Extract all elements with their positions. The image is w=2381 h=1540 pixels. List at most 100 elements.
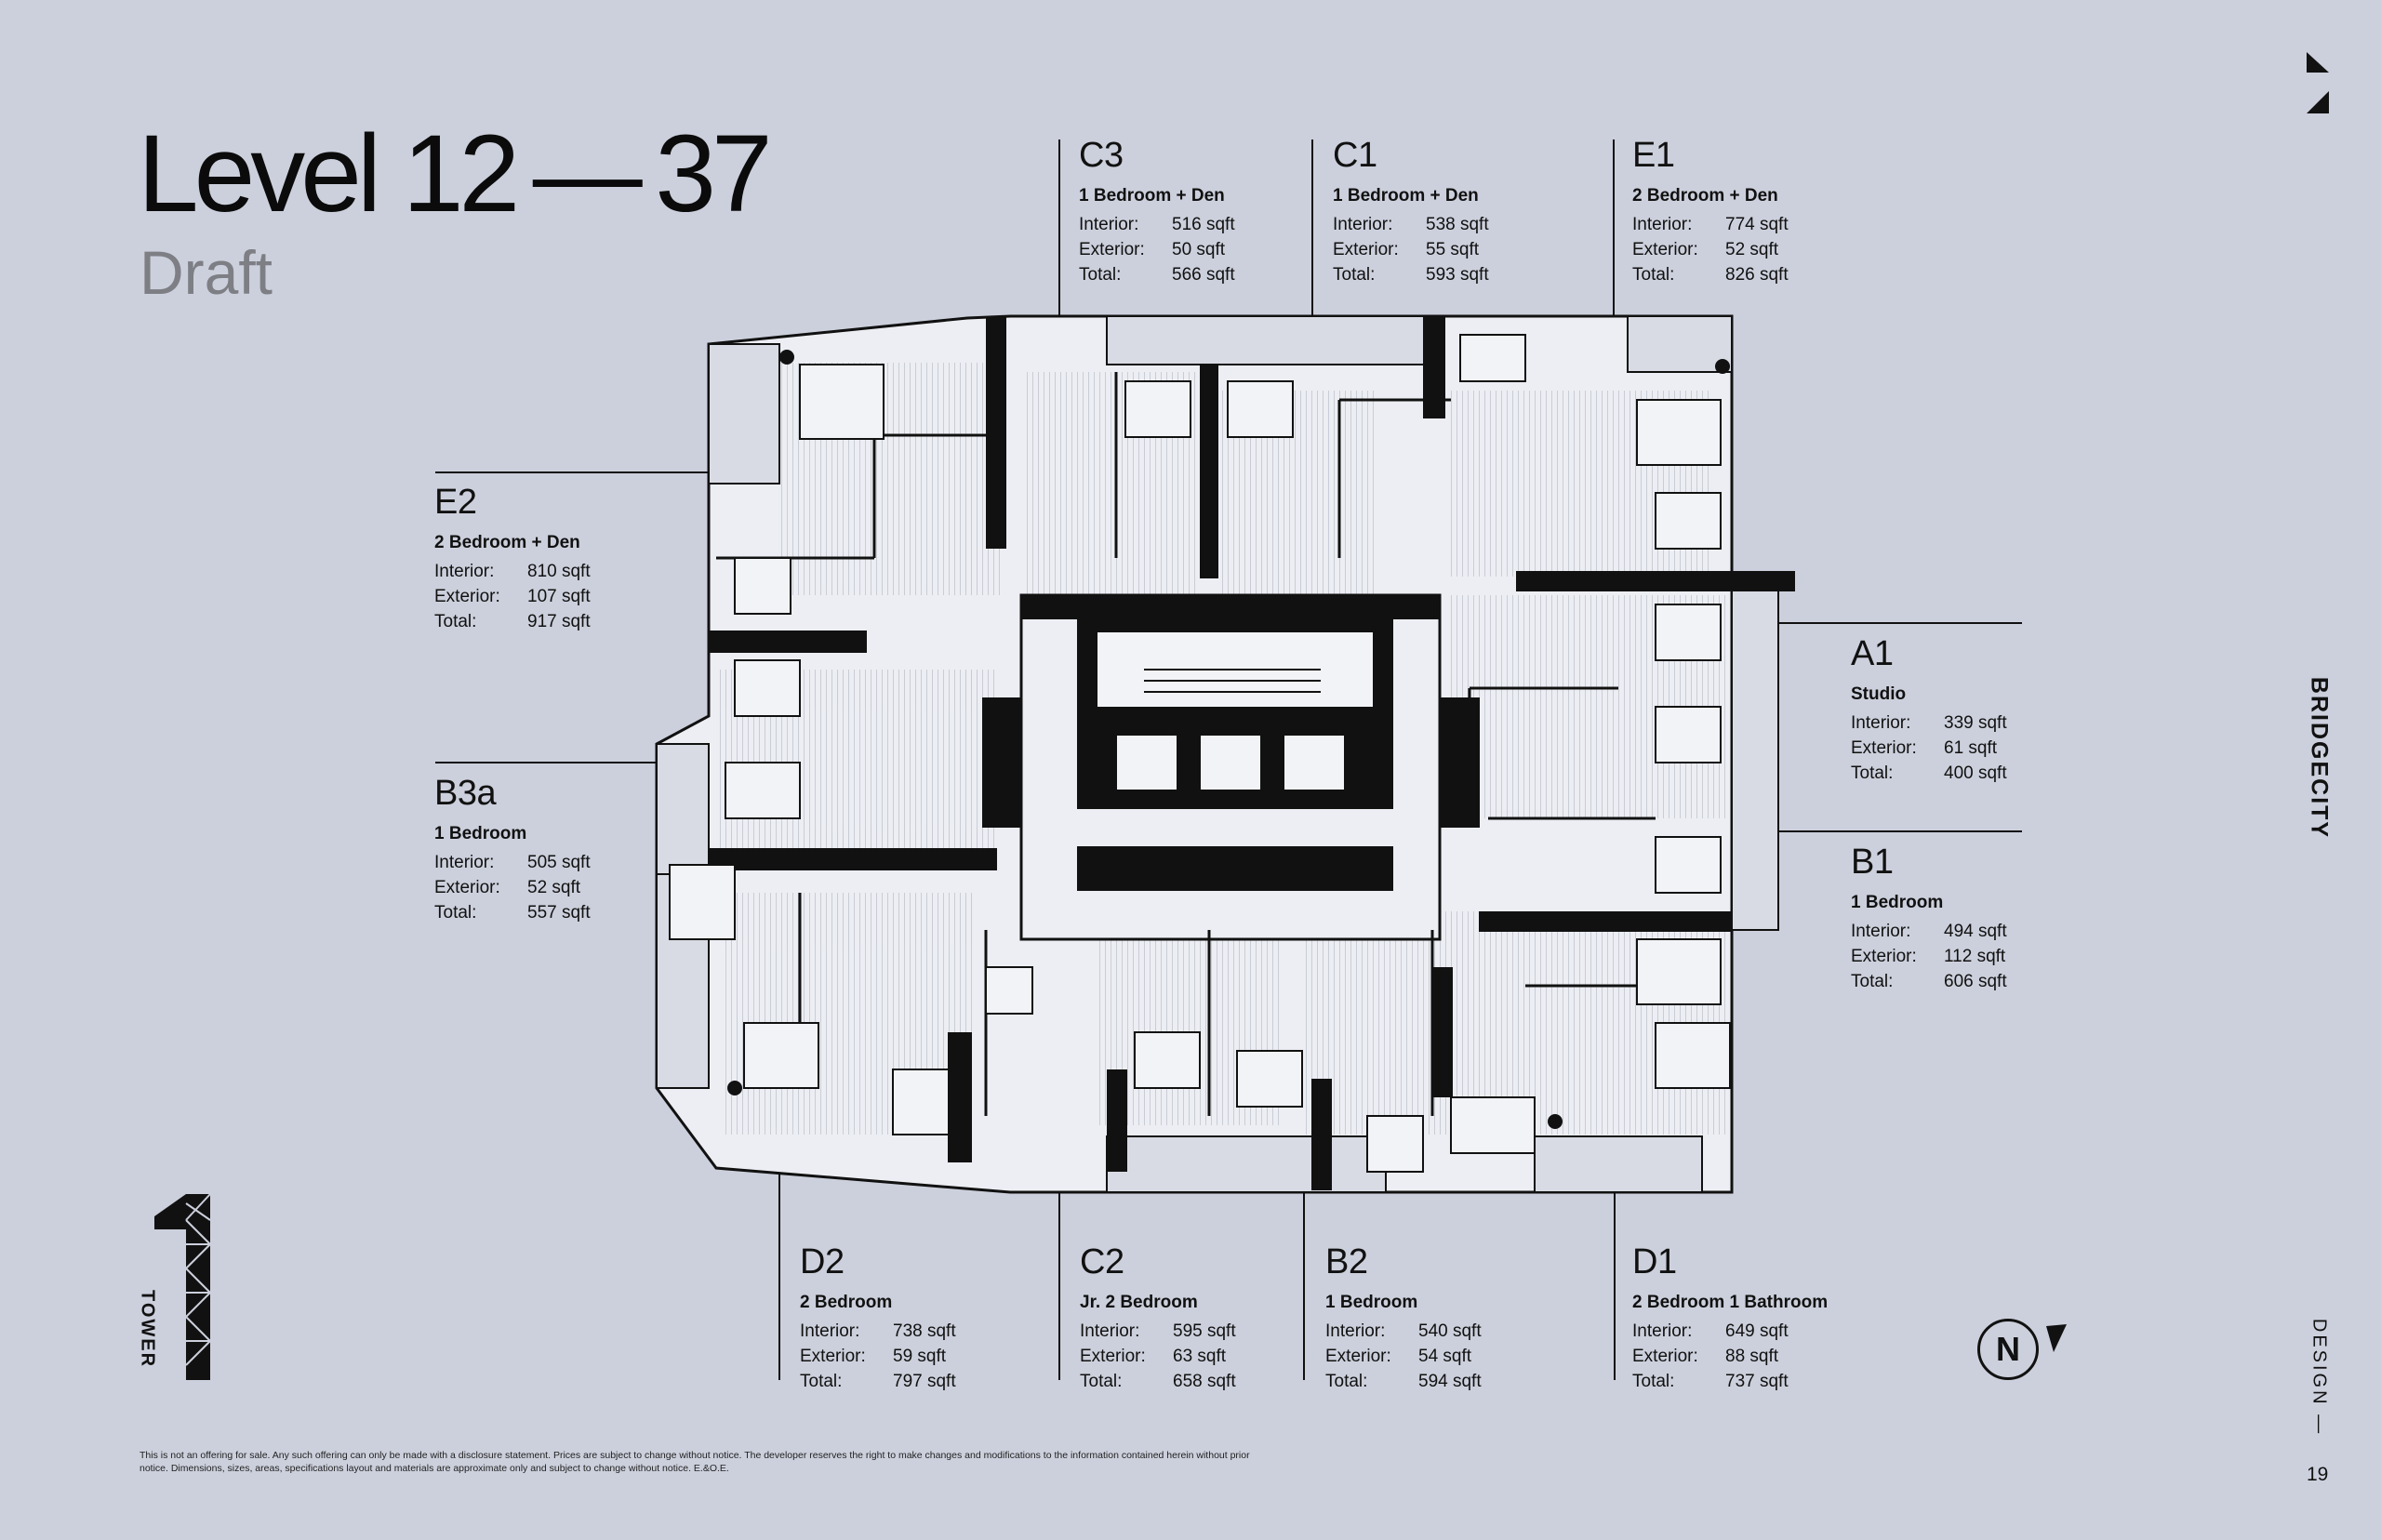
exterior-label: Exterior:	[434, 587, 500, 606]
unit-type: 1 Bedroom	[1851, 893, 1944, 912]
interior-label: Interior:	[434, 562, 495, 581]
total-label: Total:	[1325, 1372, 1368, 1391]
tower-one-icon	[154, 1193, 211, 1380]
brand-text: BRIDGECITY	[2306, 676, 2333, 840]
total-label: Total:	[1632, 265, 1675, 285]
total-area: 400 sqft	[1944, 763, 2007, 783]
exterior-area: 112 sqft	[1944, 947, 2006, 966]
unit-code: B2	[1325, 1242, 1368, 1281]
brand-wordmark: BRIDGECITY	[2305, 676, 2333, 840]
exterior-area: 63 sqft	[1173, 1347, 1227, 1366]
north-label: N	[1996, 1330, 2020, 1368]
exterior-area: 88 sqft	[1725, 1347, 1779, 1366]
exterior-label: Exterior:	[1632, 1347, 1698, 1366]
unit-type: Jr. 2 Bedroom	[1080, 1293, 1198, 1312]
page-subtitle: Draft	[140, 238, 273, 307]
unit-info-b2: B2 1 Bedroom Interior: 540 sqft Exterior:…	[1325, 1244, 1604, 1394]
unit-code: C2	[1080, 1242, 1124, 1281]
unit-type: 1 Bedroom	[1325, 1293, 1418, 1312]
interior-area: 810 sqft	[527, 562, 591, 581]
total-label: Total:	[434, 612, 477, 631]
unit-type: 2 Bedroom	[800, 1293, 893, 1312]
unit-info-d1: D1 2 Bedroom 1 Bathroom Interior: 649 sqf…	[1632, 1244, 1911, 1394]
core	[1019, 593, 1442, 941]
total-area: 797 sqft	[893, 1372, 956, 1391]
unit-code: D1	[1632, 1242, 1677, 1281]
interior-label: Interior:	[1851, 922, 1911, 941]
interior-area: 516 sqft	[1172, 215, 1235, 234]
unit-info-a1: A1 Studio Interior:339 sqft Exterior:61 …	[1851, 636, 2130, 786]
interior-label: Interior:	[1080, 1321, 1140, 1341]
exterior-label: Exterior:	[434, 878, 500, 897]
total-area: 917 sqft	[527, 612, 591, 631]
unit-code: E1	[1632, 136, 1675, 175]
unit-info-e1: E1 2 Bedroom + Den Interior:774 sqft Ext…	[1632, 138, 1911, 287]
exterior-area: 52 sqft	[1725, 240, 1779, 259]
total-area: 593 sqft	[1426, 265, 1489, 285]
interior-label: Interior:	[1325, 1321, 1386, 1341]
unit-info-c2: C2 Jr. 2 Bedroom Interior:595 sqft Exter…	[1080, 1244, 1359, 1394]
exterior-area: 107 sqft	[527, 587, 591, 606]
exterior-area: 55 sqft	[1426, 240, 1480, 259]
total-label: Total:	[434, 903, 477, 923]
unit-type: Studio	[1851, 684, 1907, 704]
interior-area: 339 sqft	[1944, 713, 2007, 733]
unit-type: 1 Bedroom + Den	[1079, 186, 1225, 206]
total-label: Total:	[1079, 265, 1122, 285]
disclaimer: This is not an offering for sale. Any su…	[140, 1450, 1250, 1474]
unit-type: 1 Bedroom + Den	[1333, 186, 1479, 206]
unit-info-b1: B1 1 Bedroom Interior: 494 sqft Exterior:…	[1851, 844, 2130, 994]
interior-label: Interior:	[1632, 1321, 1693, 1341]
north-indicator: N	[1977, 1319, 2039, 1380]
exterior-label: Exterior:	[1851, 738, 1917, 758]
unit-info-c1: C1 1 Bedroom + Den Interior: 538 sqft Ext…	[1333, 138, 1612, 287]
interior-area: 649 sqft	[1725, 1321, 1789, 1341]
total-label: Total:	[1851, 763, 1894, 783]
interior-label: Interior:	[1851, 713, 1911, 733]
exterior-label: Exterior:	[1851, 947, 1917, 966]
unit-info-e2: E2 2 Bedroom + Den Interior: 810 sqft Ext…	[434, 485, 713, 634]
interior-label: Interior:	[1333, 215, 1393, 234]
section-text: DESIGN —	[2308, 1318, 2330, 1437]
exterior-label: Exterior:	[1079, 240, 1145, 259]
exterior-label: Exterior:	[800, 1347, 866, 1366]
interior-label: Interior:	[1632, 215, 1693, 234]
exterior-label: Exterior:	[1080, 1347, 1146, 1366]
exterior-label: Exterior:	[1325, 1347, 1391, 1366]
interior-label: Interior:	[800, 1321, 860, 1341]
exterior-label: Exterior:	[1333, 240, 1399, 259]
unit-code: B1	[1851, 843, 1894, 882]
interior-area: 540 sqft	[1418, 1321, 1482, 1341]
north-arrow-icon	[2046, 1324, 2067, 1352]
interior-area: 738 sqft	[893, 1321, 956, 1341]
interior-area: 494 sqft	[1944, 922, 2007, 941]
unit-code: C1	[1333, 136, 1377, 175]
unit-code: C3	[1079, 136, 1124, 175]
total-area: 826 sqft	[1725, 265, 1789, 285]
unit-info-d2: D2 2 Bedroom Interior:738 sqft Exterior:…	[800, 1244, 1079, 1394]
unit-code: E2	[434, 483, 477, 522]
page-title: Level 12 — 37	[138, 113, 773, 235]
page-number: 19	[2307, 1464, 2329, 1485]
total-area: 658 sqft	[1173, 1372, 1236, 1391]
unit-type: 2 Bedroom + Den	[434, 533, 580, 552]
corner-triangles-icon	[2307, 52, 2329, 113]
exterior-area: 52 sqft	[527, 878, 581, 897]
interior-area: 538 sqft	[1426, 215, 1489, 234]
unit-type: 2 Bedroom 1 Bathroom	[1632, 1293, 1829, 1312]
unit-info-b3a: B3a 1 Bedroom Interior:505 sqft Exterior…	[434, 776, 713, 925]
interior-area: 505 sqft	[527, 853, 591, 872]
total-label: Total:	[1333, 265, 1376, 285]
interior-area: 774 sqft	[1725, 215, 1789, 234]
unit-type: 1 Bedroom	[434, 824, 527, 843]
total-area: 566 sqft	[1172, 265, 1235, 285]
section-label: DESIGN —	[2305, 1319, 2333, 1436]
exterior-area: 50 sqft	[1172, 240, 1226, 259]
total-label: Total:	[800, 1372, 843, 1391]
total-label: Total:	[1851, 972, 1894, 991]
exterior-label: Exterior:	[1632, 240, 1698, 259]
total-area: 737 sqft	[1725, 1372, 1789, 1391]
total-area: 594 sqft	[1418, 1372, 1482, 1391]
unit-code: A1	[1851, 634, 1894, 673]
